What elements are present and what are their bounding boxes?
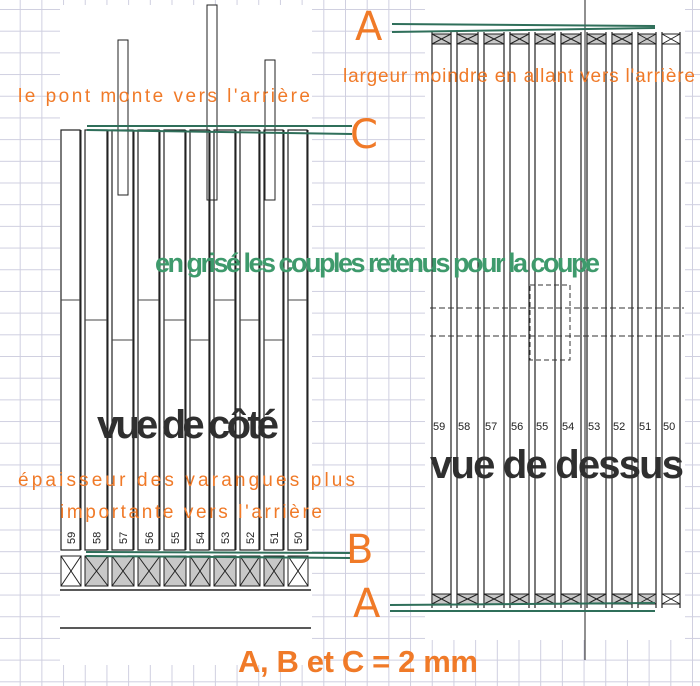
frame-number: 59 [66, 532, 78, 544]
marker-c: C [350, 112, 378, 158]
top-view-frames: 59 58 57 56 55 54 53 52 51 50 [430, 0, 684, 660]
cross-mark [431, 593, 452, 605]
top-frame-50: 50 [661, 32, 681, 608]
frame-number: 50 [663, 421, 675, 433]
frame-number: 59 [433, 421, 445, 433]
cross-mark [456, 33, 479, 45]
frame-number: 52 [613, 421, 625, 433]
cross-mark [137, 555, 161, 587]
marker-b: B [346, 527, 373, 573]
side-frame-51: 51 [263, 129, 285, 587]
cross-mark [60, 555, 82, 587]
annotation-epaisseur-2: importante vers l'arrière [60, 502, 322, 523]
frame-number: 55 [536, 421, 548, 433]
top-frame-56: 56 [509, 32, 530, 608]
frame-number: 52 [245, 532, 257, 544]
cross-mark [431, 33, 452, 45]
frame-number: 58 [92, 532, 104, 544]
frame-number: 56 [511, 421, 523, 433]
cross-mark [509, 33, 530, 45]
side-frame-59: 59 [60, 129, 82, 587]
top-frame-52: 52 [611, 32, 633, 608]
cross-mark [611, 33, 633, 45]
line-a-top-2 [391, 27, 656, 33]
line-b-2 [85, 555, 353, 559]
frame-number: 58 [458, 421, 470, 433]
cross-mark [456, 593, 479, 605]
marker-a-top: A [355, 4, 383, 50]
reference-lines [85, 23, 656, 612]
frame-number: 50 [293, 532, 305, 544]
top-frame-55: 55 [534, 32, 556, 608]
cross-mark [287, 555, 309, 587]
cross-mark [661, 593, 681, 605]
frame-number: 57 [118, 532, 130, 544]
top-frame-51: 51 [637, 32, 657, 608]
cross-mark [239, 555, 261, 587]
marker-a-bottom: A [353, 581, 381, 627]
frame-number: 54 [195, 532, 207, 544]
cross-mark [637, 33, 657, 45]
cross-mark [111, 555, 135, 587]
label-side-view: vue de côté [97, 403, 278, 447]
annotation-epaisseur-1: épaisseur des varangues plus [18, 470, 355, 491]
side-view-frames: 59 58 57 56 55 54 53 52 51 50 [60, 4, 311, 629]
cross-mark [163, 555, 187, 587]
side-frame-53: 53 [213, 129, 237, 587]
line-c-bottom [86, 129, 353, 135]
cross-mark [560, 593, 582, 605]
cross-mark [661, 33, 681, 45]
frame-number: 51 [269, 532, 281, 544]
frame-number: 56 [144, 532, 156, 544]
cross-mark [586, 593, 607, 605]
annotation-largeur: largeur moindre en allant vers l'arrière [343, 66, 695, 87]
frame-number: 57 [485, 421, 497, 433]
line-a-top-1 [391, 23, 656, 27]
frame-number: 51 [639, 421, 651, 433]
cross-mark [263, 555, 285, 587]
cross-mark [213, 555, 237, 587]
cross-mark [560, 33, 582, 45]
cross-mark [483, 593, 505, 605]
caption-grise: en grisé les couples retenus pour la cou… [155, 248, 600, 278]
top-frame-59: 59 [431, 32, 452, 608]
line-b-1 [85, 551, 353, 554]
cross-mark [84, 555, 109, 587]
cross-mark [483, 33, 505, 45]
cross-mark [509, 593, 530, 605]
cross-mark [189, 555, 211, 587]
cross-mark [534, 593, 556, 605]
frame-number: 53 [588, 421, 600, 433]
side-frame-58: 58 [84, 129, 109, 587]
top-frame-53: 53 [586, 32, 607, 608]
frame-number: 54 [562, 421, 574, 433]
cross-mark [534, 33, 556, 45]
label-top-view: vue de dessus [430, 443, 683, 487]
frame-number: 53 [220, 532, 232, 544]
side-frame-50: 50 [287, 129, 309, 587]
side-frame-55: 55 [163, 129, 187, 587]
top-frame-57: 57 [483, 32, 505, 608]
cross-mark [586, 33, 607, 45]
line-a-bottom-1 [389, 602, 656, 606]
top-frame-54: 54 [560, 32, 582, 608]
top-frame-58: 58 [456, 32, 479, 608]
frame-number: 55 [170, 532, 182, 544]
side-frame-52: 52 [239, 129, 261, 587]
annotation-dimensions: A, B et C = 2 mm [238, 644, 478, 679]
